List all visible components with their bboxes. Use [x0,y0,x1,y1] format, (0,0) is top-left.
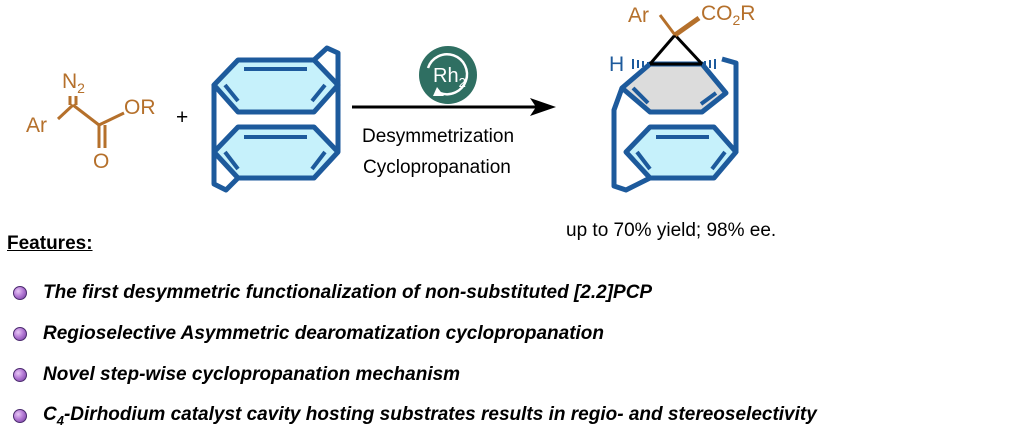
arrow-text-line2: Cyclopropanation [363,157,511,178]
feature-text: Regioselective Asymmetric dearomatizatio… [43,322,605,344]
feature-prefix: C [43,403,57,425]
feature-text: C4-Dirhodium catalyst cavity hosting sub… [43,404,817,428]
cyclopropane-product [611,14,739,193]
bullet-icon [13,408,27,423]
bullet-icon [13,285,27,300]
feature-prefix-sub: 4 [56,412,64,428]
catalyst-label: Rh2 [433,65,466,90]
feature-item: Regioselective Asymmetric dearomatizatio… [13,313,817,354]
features-title: Features: [7,233,93,254]
product-co2r-label: CO2R [701,2,755,28]
feature-item: The first desymmetric functionalization … [13,272,817,313]
o-label: O [93,150,109,173]
feature-item: C4-Dirhodium catalyst cavity hosting sub… [13,395,817,436]
features-list: The first desymmetric functionalization … [13,272,817,436]
reaction-arrow [352,98,556,116]
rh2-catalyst-icon [419,46,477,104]
feature-text: The first desymmetric functionalization … [43,281,653,303]
reaction-scheme: N2 Ar OR O + Rh2 Desymmetrization Cyclop… [26,2,755,193]
arrow-text-line1: Desymmetrization [362,126,514,147]
bullet-icon [13,367,27,382]
n2-label: N2 [62,70,85,96]
plus-sign: + [176,106,188,129]
product-h-label: H [609,53,624,76]
feature-text: Novel step-wise cyclopropanation mechani… [43,363,461,385]
paracyclophane [211,45,341,193]
yield-text: up to 70% yield; 98% ee. [566,220,777,241]
ar-label: Ar [26,114,47,137]
diazo-reagent [56,96,125,148]
bullet-icon [13,326,27,341]
feature-item: Novel step-wise cyclopropanation mechani… [13,354,817,395]
feature-text-rest: -Dirhodium catalyst cavity hosting subst… [63,403,817,425]
product-ar-label: Ar [628,4,649,27]
or-label: OR [124,96,156,119]
